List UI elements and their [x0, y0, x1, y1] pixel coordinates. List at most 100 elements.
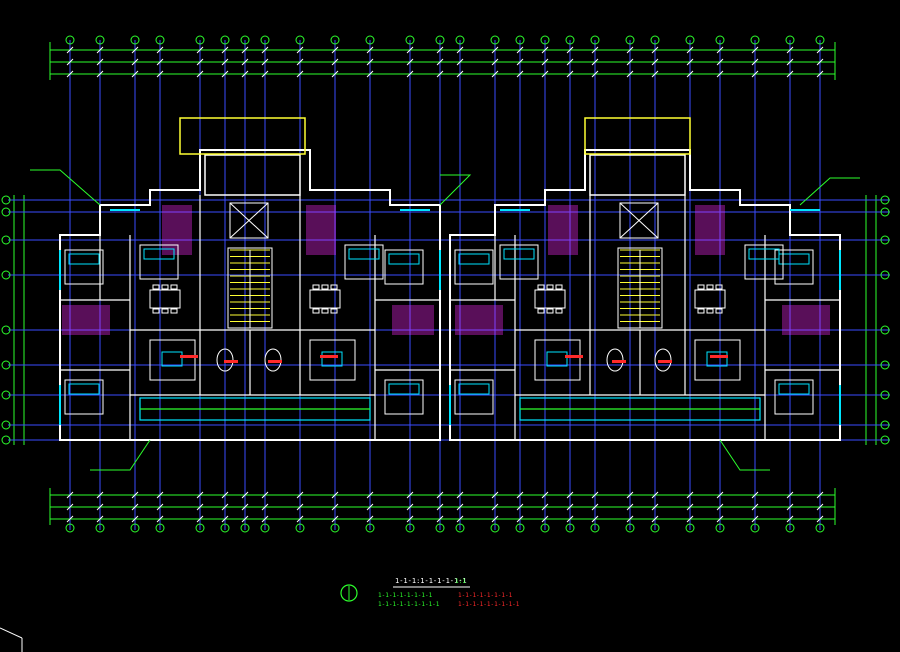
dimension-tick	[456, 58, 464, 66]
axis-bubble-top	[155, 35, 165, 45]
dimension-tick	[716, 70, 724, 78]
axis-bubble-bottom	[95, 523, 105, 533]
dimension-tick	[406, 58, 414, 66]
legend-green-line-1: 1-1-1-1-1-1-1-1	[378, 592, 433, 599]
dimension-tick	[541, 58, 549, 66]
axis-bubble-right	[880, 235, 890, 245]
pillow-symbol	[143, 248, 175, 260]
wet-room-areas	[62, 205, 830, 335]
axis-bubble-bottom	[330, 523, 340, 533]
dimension-tick	[651, 503, 659, 511]
dimension-tick	[716, 491, 724, 499]
axis-bubble-top	[590, 35, 600, 45]
axis-bubble-bottom	[220, 523, 230, 533]
coffee-table-symbol	[161, 351, 183, 367]
chair-symbol	[312, 308, 320, 314]
legend-block: 1-1-1:1-1-1-1-1-1 1:1 1-1-1-1-1-1-1-1 1-…	[340, 577, 520, 608]
dimension-tick	[751, 515, 759, 523]
dimension-tick	[261, 70, 269, 78]
vertical-axis-lines	[69, 40, 821, 530]
dimension-tick	[436, 70, 444, 78]
dimension-tick	[516, 58, 524, 66]
dining-table-symbol	[149, 289, 181, 309]
axis-bubble-top	[130, 35, 140, 45]
axis-bubble-right	[880, 435, 890, 445]
chair-symbol	[715, 308, 723, 314]
bed-symbol	[774, 249, 814, 285]
dimension-tick	[651, 70, 659, 78]
axis-bubble-bottom	[650, 523, 660, 533]
axis-bubble-top	[405, 35, 415, 45]
dimension-tick	[816, 46, 824, 54]
axis-bubble-bottom	[625, 523, 635, 533]
dimension-tick	[436, 515, 444, 523]
dimension-tick	[651, 46, 659, 54]
dimension-tick	[241, 491, 249, 499]
stair-cores	[179, 117, 691, 329]
dimension-tick	[491, 503, 499, 511]
dimension-tick	[516, 70, 524, 78]
dimension-tick	[66, 491, 74, 499]
dimension-tick	[751, 46, 759, 54]
dimension-tick	[786, 70, 794, 78]
dimension-tick	[296, 491, 304, 499]
dimension-tick	[786, 46, 794, 54]
red-annotations	[180, 355, 728, 363]
dimension-tick	[456, 503, 464, 511]
chair-symbol	[170, 284, 178, 290]
dimension-tick	[331, 503, 339, 511]
axis-bubble-top	[540, 35, 550, 45]
axis-bubble-bottom	[130, 523, 140, 533]
dimension-tick	[626, 515, 634, 523]
dimension-tick	[406, 515, 414, 523]
dimension-tick	[566, 46, 574, 54]
axis-bubble-top	[365, 35, 375, 45]
bed-symbol	[454, 249, 494, 285]
axis-bubble-bottom	[715, 523, 725, 533]
bed-symbol	[744, 244, 784, 280]
axis-bubble-top	[650, 35, 660, 45]
dimension-tick	[66, 515, 74, 523]
dimension-tick	[516, 503, 524, 511]
axis-bubble-bottom	[240, 523, 250, 533]
dimension-tick	[331, 491, 339, 499]
dimension-tick	[366, 503, 374, 511]
dimension-tick	[96, 515, 104, 523]
pillow-symbol	[503, 248, 535, 260]
axis-bubble-bottom	[685, 523, 695, 533]
chair-symbol	[161, 284, 169, 290]
dimension-tick	[591, 70, 599, 78]
dimension-tick	[261, 58, 269, 66]
dimension-tick	[196, 70, 204, 78]
axis-bubble-left	[1, 325, 11, 335]
pillow-symbol	[748, 248, 780, 260]
chair-symbol	[715, 284, 723, 290]
coffee-table-symbol	[321, 351, 343, 367]
dimension-tick	[131, 491, 139, 499]
chair-symbol	[330, 284, 338, 290]
axis-bubble-bottom	[540, 523, 550, 533]
dimension-tick	[816, 70, 824, 78]
bed-symbol	[454, 379, 494, 415]
dimension-tick	[686, 58, 694, 66]
dimension-tick	[751, 503, 759, 511]
dimension-tick	[491, 58, 499, 66]
dimension-tick	[406, 491, 414, 499]
dimension-tick	[626, 491, 634, 499]
bed-symbol	[384, 249, 424, 285]
axis-bubble-top	[685, 35, 695, 45]
dimension-tick	[261, 46, 269, 54]
axis-bubble-bottom	[260, 523, 270, 533]
axis-bubble-bottom	[435, 523, 445, 533]
axis-bubble-top	[455, 35, 465, 45]
dimension-tick	[156, 515, 164, 523]
axis-bubble-bottom	[515, 523, 525, 533]
legend-title: 1-1-1:1-1-1-1-1-1	[395, 577, 467, 585]
legend-red-line-1: 1-1-1-1-1-1-1-1	[458, 592, 513, 599]
dimension-tick	[626, 46, 634, 54]
bottom-dimension-lines	[49, 488, 836, 525]
axis-bubble-top	[330, 35, 340, 45]
dimension-tick	[296, 515, 304, 523]
interior-partitions	[60, 195, 840, 440]
dimension-tick	[406, 46, 414, 54]
